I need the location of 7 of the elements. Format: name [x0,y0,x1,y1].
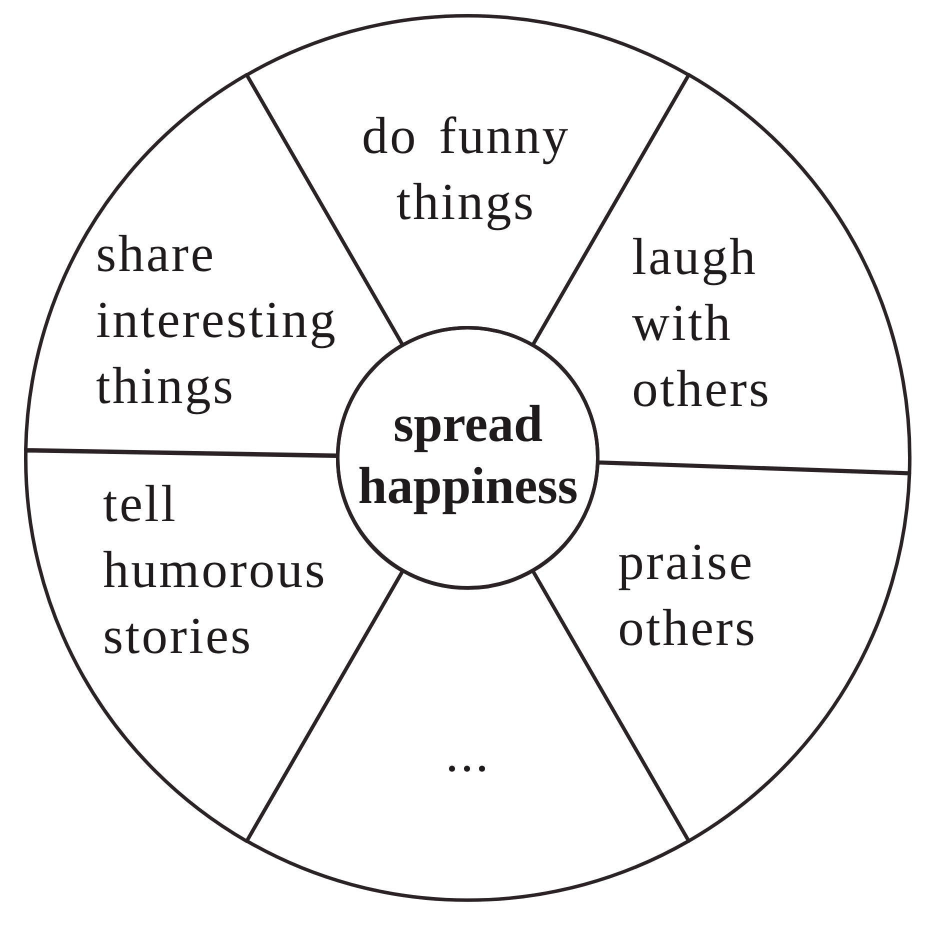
segment-label: do funny things [360,107,572,233]
segment-label: ... [446,724,490,785]
segment-label: tell humorous stories [103,474,327,667]
segment-label: share interesting things [96,224,338,417]
segment-label: praise others [618,532,758,659]
center-label: spread happiness [358,395,578,517]
segment-label: laugh with others [632,228,772,420]
